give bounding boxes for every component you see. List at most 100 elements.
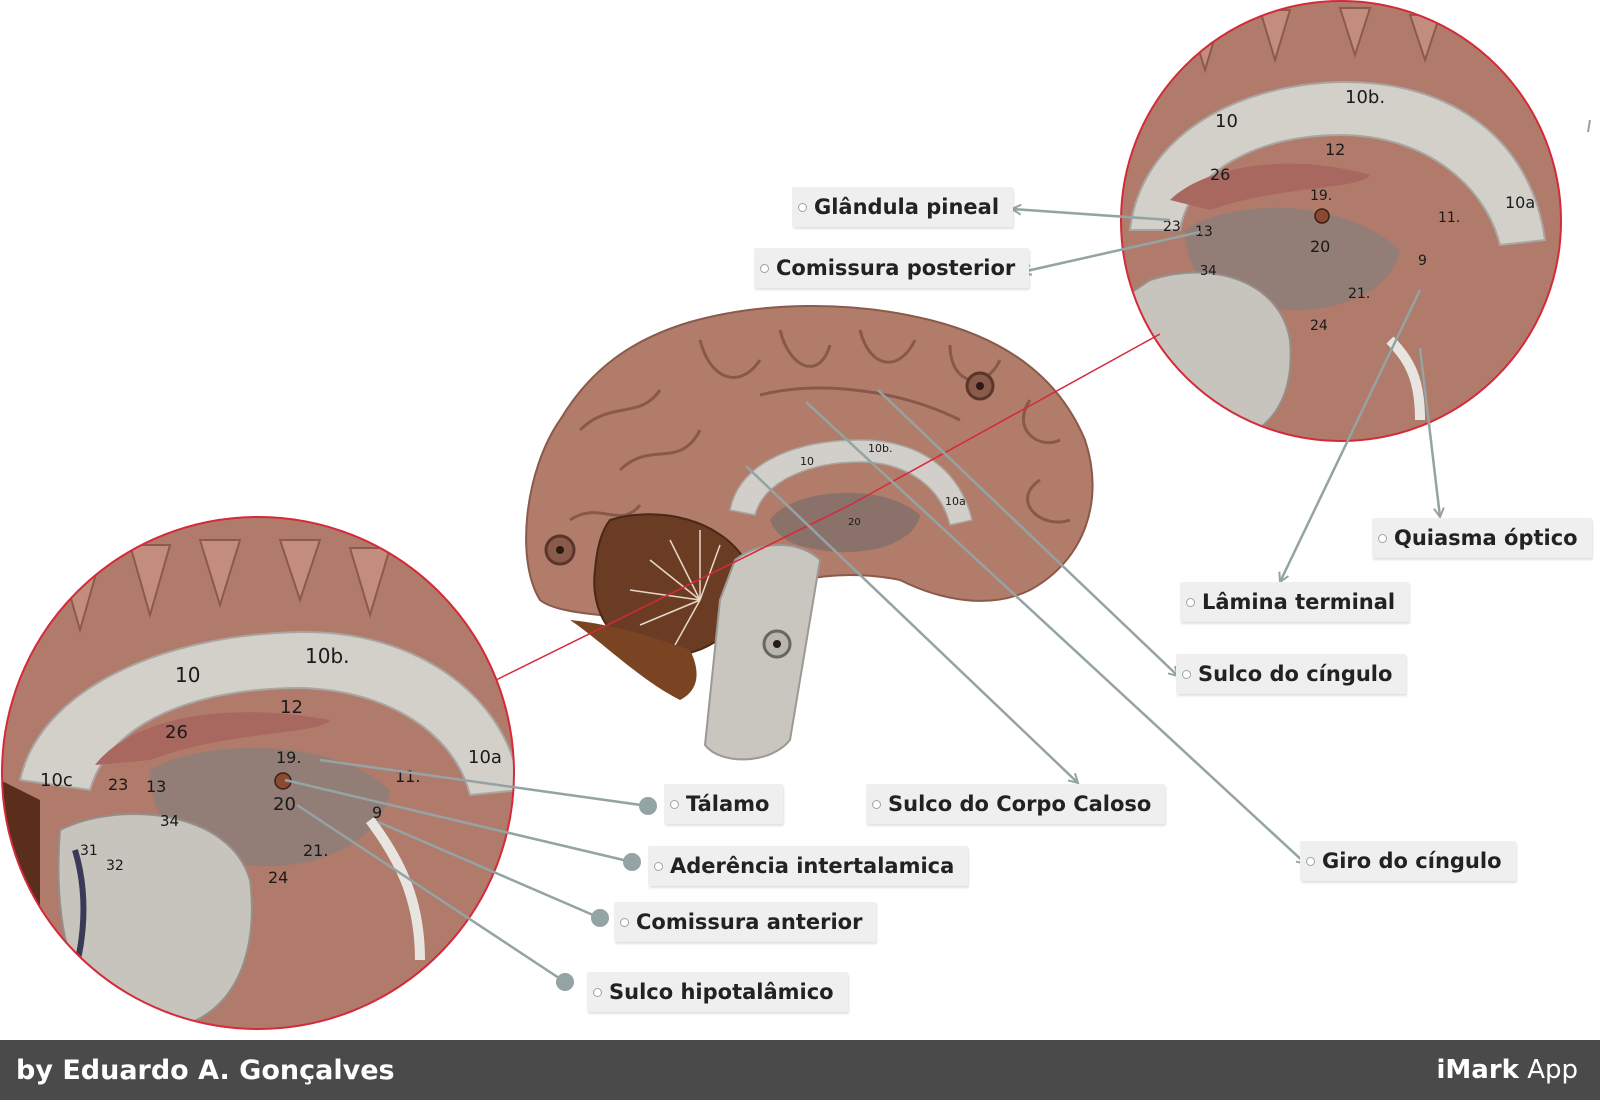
model-number: 10a <box>468 747 502 768</box>
brand-name: iMark <box>1436 1055 1519 1085</box>
label-anchor-dot <box>760 264 769 273</box>
thalamus-region <box>770 492 920 553</box>
label-anchor-dot <box>1186 598 1195 607</box>
label-text: Glândula pineal <box>814 195 1000 219</box>
label-quiasma-optico[interactable]: Quiasma óptico <box>1372 518 1592 558</box>
pin-head-talamo <box>639 797 657 815</box>
leader-lamina-terminal <box>1280 289 1422 582</box>
label-glandula-pineal[interactable]: Glândula pineal <box>792 187 1014 227</box>
model-number: 11. <box>1438 210 1460 226</box>
model-number: 9 <box>1418 253 1427 269</box>
leader-sulco-hipotalamico <box>296 803 566 984</box>
label-talamo[interactable]: Tálamo <box>664 784 784 824</box>
model-number: 23 <box>1163 219 1181 235</box>
model-number: 26 <box>165 722 188 743</box>
main-brain-model: 10 10b. 10a 20 <box>525 305 1094 761</box>
label-anchor-dot <box>1378 534 1387 543</box>
label-sulco-hipotalamico[interactable]: Sulco hipotalâmico <box>587 972 848 1012</box>
label-anchor-dot <box>593 988 602 997</box>
pin-head-aderencia <box>623 853 641 871</box>
anatomy-diagram: 10 10b. 10a 20 10 10b. 12 26 19. <box>1 0 1591 1030</box>
model-number: 10b. <box>1345 87 1385 108</box>
label-anchor-dot <box>654 862 663 871</box>
model-number: 19. <box>1310 188 1332 204</box>
model-number: 32 <box>106 858 124 874</box>
leader-talamo <box>319 758 649 808</box>
label-anchor-dot <box>1306 857 1315 866</box>
footer-bar: by Eduardo A. Gonçalves iMark App <box>0 1040 1600 1100</box>
model-number: 24 <box>1310 318 1328 334</box>
label-text: Lâmina terminal <box>1202 590 1396 614</box>
leader-giro-cingulo <box>805 401 1306 864</box>
label-text: Sulco do cíngulo <box>1198 662 1393 686</box>
leader-lines <box>745 209 1440 864</box>
label-comissura-anterior[interactable]: Comissura anterior <box>614 902 877 942</box>
optic-chiasm-zoom <box>1386 336 1425 421</box>
label-anchor-dot <box>872 800 881 809</box>
stray-mark <box>1587 119 1591 133</box>
model-number: 21. <box>1348 286 1370 302</box>
brainstem-zoom-right <box>1121 271 1292 441</box>
brand-suffix: App <box>1518 1055 1578 1085</box>
model-number: 13 <box>146 777 166 796</box>
model-number: 10b. <box>868 442 892 455</box>
pin-heads <box>556 797 657 991</box>
label-giro-cingulo[interactable]: Giro do cíngulo <box>1300 841 1516 881</box>
label-text: Comissura posterior <box>776 256 1016 280</box>
left-zoom-view: 10 10b. 12 26 19. 20 10a 11. 10c 23 13 9… <box>1 516 515 1030</box>
model-number: 10 <box>800 455 814 468</box>
leader-sulco-corpo-caloso <box>745 465 1078 783</box>
label-anchor-dot <box>670 800 679 809</box>
model-number: 10a <box>945 495 966 508</box>
label-text: Tálamo <box>686 792 770 816</box>
fornix-zoom <box>95 712 330 765</box>
label-text: Aderência intertalamica <box>670 854 955 878</box>
label-sulco-cingulo[interactable]: Sulco do cíngulo <box>1176 654 1407 694</box>
model-number: 20 <box>848 517 861 528</box>
leader-sulco-cingulo <box>877 389 1178 676</box>
label-anchor-dot <box>798 203 807 212</box>
left-zoom-border <box>1 516 515 1030</box>
occipital-brown <box>570 620 697 700</box>
corpus-callosum <box>729 439 973 526</box>
model-number: 10b. <box>305 644 350 668</box>
label-text: Sulco do Corpo Caloso <box>888 792 1152 816</box>
leader-comissura-anterior <box>377 820 601 920</box>
pin-head-comissura-anterior <box>591 909 609 927</box>
zoom-connector-left <box>495 504 851 681</box>
model-number: 23 <box>108 775 128 794</box>
arbor-vitae <box>629 530 721 646</box>
label-aderencia-intertalamica[interactable]: Aderência intertalamica <box>648 846 969 886</box>
leader-aderencia <box>284 778 633 864</box>
fornix-zoom-right <box>1170 163 1370 210</box>
label-comissura-posterior[interactable]: Comissura posterior <box>754 248 1030 288</box>
leader-comissura-posterior <box>1022 230 1201 272</box>
model-number: 34 <box>160 812 179 830</box>
label-text: Giro do cíngulo <box>1322 849 1502 873</box>
model-number: 31 <box>80 843 98 859</box>
model-number: 10 <box>1215 111 1238 132</box>
leader-glandula-pineal <box>1012 209 1171 222</box>
label-text: Comissura anterior <box>636 910 863 934</box>
model-number: 20 <box>273 794 296 815</box>
app-brand: iMark App <box>1436 1055 1578 1085</box>
model-number: 10c <box>40 770 73 791</box>
leader-quiasma-optico <box>1418 347 1440 517</box>
corpus-callosum-zoom <box>18 630 514 797</box>
interthalamic-adhesion-mark <box>1314 208 1330 224</box>
label-anchor-dot <box>620 918 629 927</box>
model-number: 10 <box>175 663 200 687</box>
label-sulco-corpo-caloso[interactable]: Sulco do Corpo Caloso <box>866 784 1166 824</box>
model-number: 34 <box>1200 264 1217 279</box>
label-lamina-terminal[interactable]: Lâmina terminal <box>1180 582 1410 622</box>
label-text: Quiasma óptico <box>1394 526 1578 550</box>
author-credit: by Eduardo A. Gonçalves <box>16 1054 395 1086</box>
label-text: Sulco hipotalâmico <box>609 980 834 1004</box>
pin-head-sulco-hipotalamico <box>556 973 574 991</box>
model-number: 21. <box>303 841 328 860</box>
model-number: 26 <box>1210 165 1230 184</box>
model-number: 24 <box>268 868 288 887</box>
cerebellum-zoom <box>2 780 40 930</box>
right-zoom-border <box>1120 0 1562 442</box>
model-number: 12 <box>1325 140 1345 159</box>
